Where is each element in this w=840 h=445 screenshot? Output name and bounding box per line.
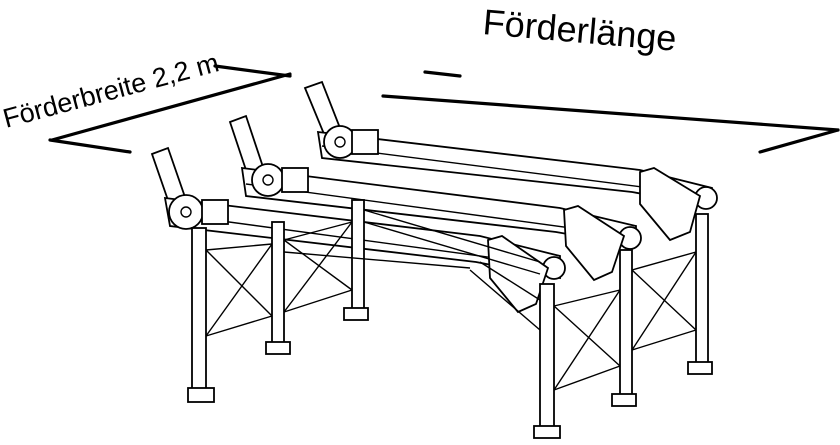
width-dimension-tick-right — [213, 64, 292, 78]
conveyor-belt-middle — [228, 114, 642, 282]
leg-right-front — [539, 283, 555, 435]
leg-left-middle — [271, 221, 285, 347]
width-dimension — [48, 64, 292, 154]
foot-right-middle — [611, 393, 637, 407]
foot-left-middle — [265, 341, 291, 355]
length-dimension-tick-left — [423, 70, 462, 78]
motor-front — [201, 199, 229, 225]
leg-right-back — [695, 213, 709, 365]
frame-left — [187, 199, 369, 403]
drive-wheel-middle — [251, 163, 285, 197]
foot-right-back — [687, 361, 713, 375]
end-chute-back — [639, 167, 702, 242]
foot-right-front — [533, 425, 561, 439]
end-chute-front — [487, 235, 550, 314]
leg-left-front — [191, 227, 207, 397]
drive-wheel-front — [168, 194, 204, 230]
frame-right — [469, 213, 713, 439]
width-dimension-tick-left — [48, 138, 132, 154]
length-label: Förderlänge — [481, 1, 678, 59]
motor-back — [351, 129, 379, 155]
length-dimension — [381, 70, 840, 154]
longitudinal-rails — [283, 209, 541, 275]
leg-right-middle — [619, 249, 633, 399]
end-chute-middle — [563, 205, 626, 282]
motor-middle — [281, 167, 309, 193]
conveyor-belt-back — [303, 80, 718, 242]
width-label: Förderbreite 2,2 m — [0, 47, 222, 133]
leg-left-back — [351, 199, 365, 311]
length-dimension-tick-right — [758, 128, 840, 154]
width-dimension-line — [50, 72, 292, 142]
foot-left-front — [187, 387, 215, 403]
length-dimension-line — [381, 94, 840, 132]
foot-left-back — [343, 307, 369, 321]
